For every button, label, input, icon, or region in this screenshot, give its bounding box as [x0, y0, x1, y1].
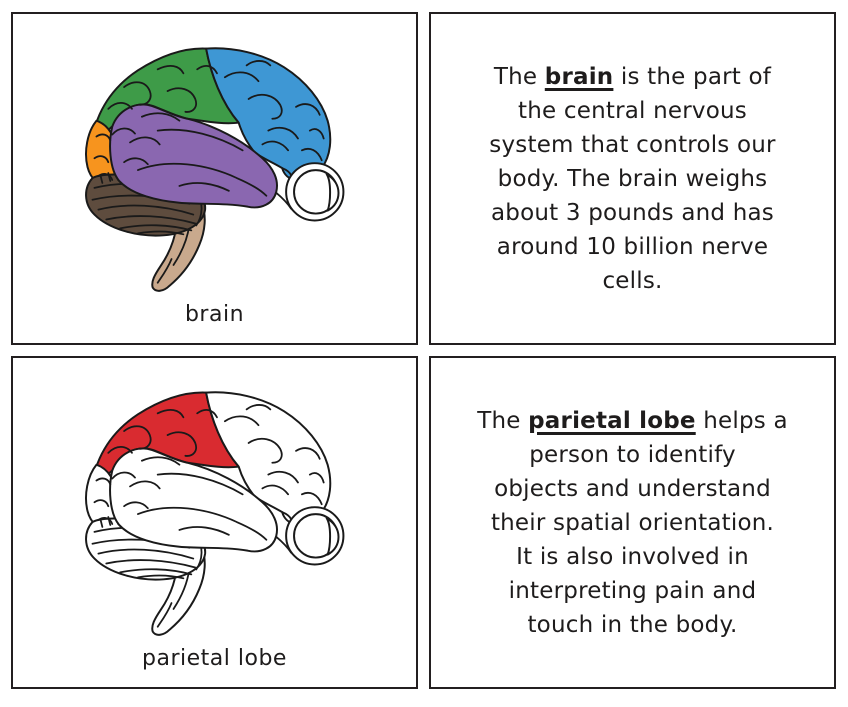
- highlighted-term: brain: [544, 63, 614, 90]
- description-line: system that controls our: [489, 131, 776, 158]
- picture-label-parietal-lobe: parietal lobe: [142, 646, 287, 671]
- description-line: interpreting pain and: [508, 577, 757, 604]
- parietal-description-text: The parietal lobe helps a person to ident…: [431, 404, 834, 642]
- description-line: about 3 pounds and has: [491, 199, 774, 226]
- description-line: touch in the body.: [527, 611, 738, 638]
- description-line: the central nervous: [518, 97, 747, 124]
- card-brain-description: The brain is the part of the central nerv…: [429, 12, 836, 345]
- picture-label-brain: brain: [184, 302, 245, 327]
- description-line: objects and understand: [494, 475, 771, 502]
- description-line: person to identify: [529, 441, 736, 468]
- description-line: The parietal lobe helps a: [477, 407, 788, 434]
- description-line: It is also involved in: [516, 543, 749, 570]
- highlighted-term: parietal lobe: [528, 407, 696, 434]
- description-line: their spatial orientation.: [490, 509, 775, 536]
- brain-nomenclature-sheet: brain The brain is the part of the centra…: [11, 12, 836, 689]
- brain-diagram-colored: [85, 47, 345, 292]
- description-line: around 10 billion nerve: [496, 233, 769, 260]
- description-line: body. The brain weighs: [497, 165, 768, 192]
- description-line: cells.: [602, 267, 663, 294]
- brain-description-text: The brain is the part of the central nerv…: [431, 60, 834, 298]
- description-line: The brain is the part of: [493, 63, 772, 90]
- card-brain-picture: brain: [11, 12, 418, 345]
- card-parietal-picture: parietal lobe: [11, 356, 418, 689]
- brain-diagram-parietal-highlight: [85, 391, 345, 636]
- card-parietal-description: The parietal lobe helps a person to ident…: [429, 356, 836, 689]
